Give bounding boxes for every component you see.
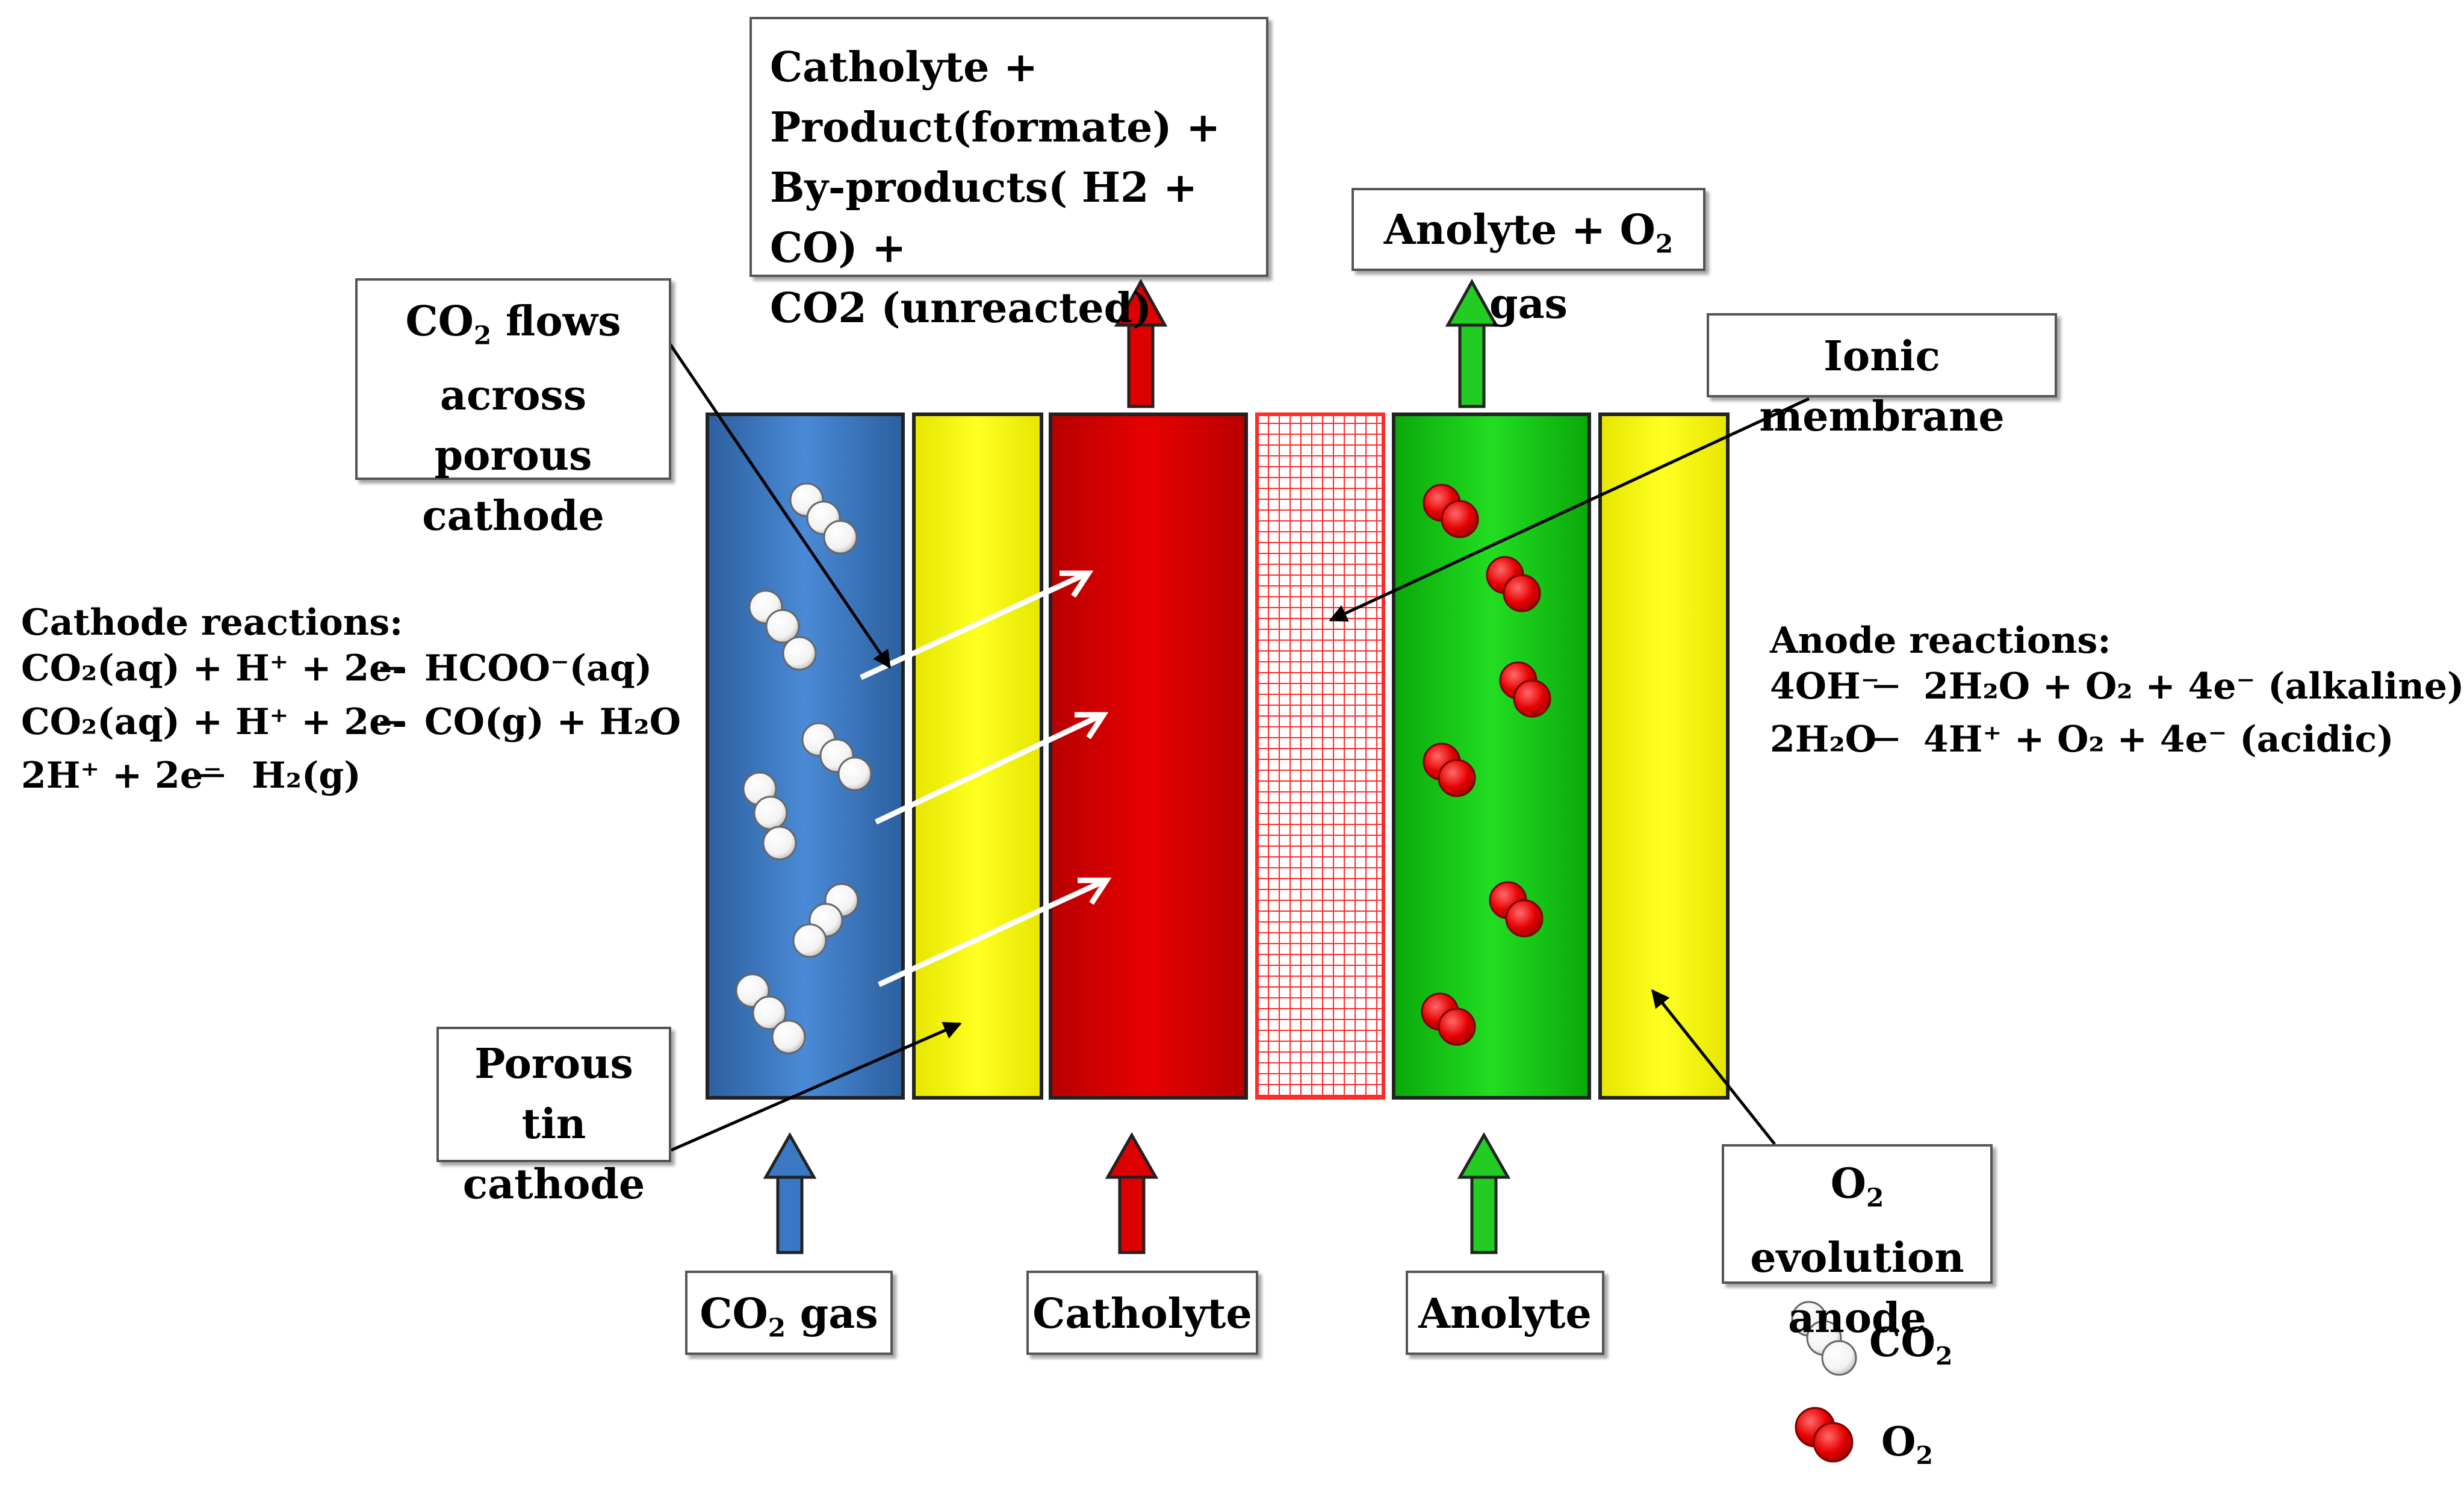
- diffusion-arrow: [875, 714, 1100, 825]
- legend-co2-icon: [1791, 1301, 1857, 1376]
- catholyte-inlet-label: Catholyte: [1032, 1290, 1252, 1338]
- membrane-pointer: [1329, 397, 1810, 622]
- o2-molecules: [1421, 484, 1551, 1046]
- co2-molecule-icon: [789, 482, 858, 555]
- cathode-reaction-1-left: CO₂(aq) + H⁺ + 2e-: [21, 647, 408, 690]
- anolyte-outlet-box: Anolyte + O2 gas: [1351, 188, 1705, 328]
- diffusion-arrow: [860, 572, 1085, 680]
- diffusion-arrow-head: [1078, 877, 1112, 905]
- o2-molecule-icon: [1423, 742, 1476, 797]
- co2-flow-prefix: CO: [405, 297, 474, 346]
- porous-cathode-pointer: [670, 1022, 962, 1152]
- co2-molecule-icon: [735, 973, 806, 1054]
- catholyte-inlet-box: Catholyte: [1026, 1271, 1258, 1355]
- cathode-reaction-2-right: CO(g) + H₂O: [424, 701, 681, 743]
- co2-flow-subscript: 2: [473, 320, 492, 350]
- co2-flow-box: CO2 flows across porous cathode: [355, 278, 671, 540]
- anolyte-inlet-label: Anolyte: [1418, 1290, 1592, 1338]
- anode-reaction-2-left: 2H₂O: [1770, 718, 1876, 761]
- co2-molecule-icon: [801, 722, 872, 791]
- anolyte-chamber: [1392, 412, 1591, 1100]
- catholyte-outlet-arrow: [1114, 278, 1168, 408]
- o2-evolution-anode-box: O2 evolution anode: [1722, 1144, 1993, 1342]
- co2-molecules: [735, 482, 872, 1054]
- legend-co2-label: CO2: [1869, 1316, 1953, 1383]
- legend-o2-subscript: 2: [1916, 1441, 1933, 1471]
- co2-flow-line2: across porous: [434, 371, 592, 480]
- o2-molecule-icon: [1423, 484, 1479, 538]
- o2-evolution-line1: O2 evolution: [1724, 1154, 1990, 1288]
- anode-reaction-1-left: 4OH⁻: [1770, 665, 1880, 708]
- legend-o2-prefix: O: [1881, 1418, 1916, 1465]
- ionic-membrane-layer: [1255, 412, 1385, 1100]
- electrolyzer-diagram: Catholyte + Product(formate) + By-produc…: [21, 17, 2464, 1482]
- co2-flow-line3: cathode: [422, 491, 604, 540]
- diffusion-arrow-head: [1060, 570, 1094, 598]
- diagram-graphics: [200, 278, 1898, 1463]
- o2-evolution-suffix: evolution: [1750, 1233, 1964, 1282]
- outlet-products-line: Product(formate) +: [770, 104, 1221, 152]
- anolyte-outlet-text: Anolyte + O: [1383, 206, 1656, 254]
- cathode-reaction-3-left: 2H⁺ + 2e⁻: [21, 755, 222, 797]
- co2-flow-suffix: flows: [491, 297, 621, 346]
- co2-diffusion-arrows: [860, 570, 1112, 988]
- o2-evolution-subscript: 2: [1866, 1182, 1884, 1213]
- catholyte-inlet-arrow: [1105, 1132, 1159, 1254]
- outlet-products-line: CO2 (unreacted): [770, 284, 1152, 332]
- legend-co2-prefix: CO: [1869, 1319, 1936, 1366]
- anolyte-outlet-suffix: gas: [1489, 279, 1568, 328]
- o2-evolution-anode-layer: [1598, 412, 1730, 1100]
- outlet-products-line: By-products( H2 + CO) +: [770, 164, 1198, 272]
- anode-pointer: [1651, 989, 1776, 1145]
- anolyte-outlet-arrow: [1445, 278, 1499, 408]
- porous-tin-cathode-box: Porous tin cathode: [436, 1027, 671, 1209]
- catholyte-chamber: [1049, 412, 1248, 1100]
- co2-molecule-icon: [792, 883, 859, 958]
- cathode-reaction-1-right: HCOO⁻(aq): [424, 647, 653, 690]
- diffusion-arrow-head: [1075, 712, 1109, 739]
- co2-gas-suffix: gas: [786, 1290, 878, 1338]
- o2-molecule-icon: [1499, 661, 1551, 718]
- porous-cathode-line2: cathode: [462, 1160, 645, 1209]
- ionic-membrane-label: Ionic membrane: [1759, 332, 2005, 441]
- gas-diffusion-layer: [912, 412, 1043, 1100]
- anolyte-inlet-arrow: [1457, 1132, 1511, 1254]
- o2-evolution-line2: anode: [1788, 1293, 1926, 1342]
- co2-flow-pointer: [668, 342, 892, 669]
- co2-gas-prefix: CO: [700, 1290, 768, 1338]
- diffusion-arrow: [878, 879, 1103, 988]
- anode-reaction-1-right: 2H₂O + O₂ + 4e⁻ (alkaline): [1923, 665, 2464, 708]
- anolyte-inlet-box: Anolyte: [1406, 1271, 1604, 1355]
- o2-molecule-icon: [1486, 556, 1541, 612]
- co2-molecule-icon: [742, 771, 797, 861]
- anode-reactions-title: Anode reactions:: [1770, 620, 2111, 662]
- cathode-reaction-2-left: CO₂(aq) + H⁺ + 2e-: [21, 701, 408, 743]
- outlet-products-box: Catholyte + Product(formate) + By-produc…: [749, 17, 1268, 332]
- anolyte-outlet-subscript: 2: [1655, 228, 1674, 259]
- o2-evolution-prefix: O: [1830, 1160, 1866, 1208]
- co2-gas-inlet-box: CO2 gas: [685, 1271, 893, 1355]
- cathode-reaction-3-right: H₂(g): [252, 755, 361, 797]
- outlet-products-line: Catholyte +: [770, 43, 1038, 92]
- legend-co2-subscript: 2: [1935, 1342, 1953, 1371]
- co2-molecule-icon: [748, 590, 817, 671]
- cathode-reactions-title: Cathode reactions:: [21, 602, 403, 644]
- porous-cathode-line1: Porous tin: [474, 1040, 633, 1148]
- co2-inlet-arrow: [763, 1132, 817, 1254]
- ionic-membrane-box: Ionic membrane: [1707, 313, 2057, 441]
- legend-o2-icon: [1795, 1407, 1854, 1463]
- o2-molecule-icon: [1489, 881, 1544, 938]
- co2-flow-line1: CO2 flows: [358, 291, 669, 366]
- legend-o2-label: O2: [1881, 1415, 1933, 1482]
- co2-gas-subscript: 2: [768, 1312, 786, 1343]
- anode-reaction-2-right: 4H⁺ + O₂ + 4e⁻ (acidic): [1923, 718, 2394, 761]
- o2-molecule-icon: [1421, 992, 1476, 1046]
